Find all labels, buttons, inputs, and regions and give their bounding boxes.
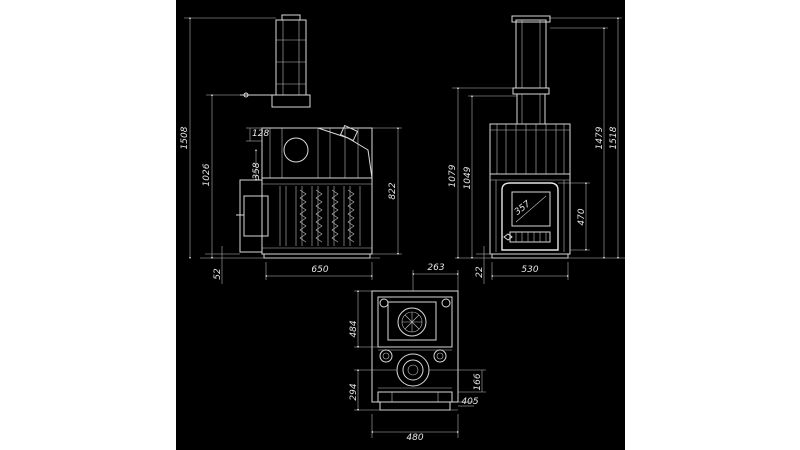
dim-top-offset: 128 — [252, 129, 269, 139]
plan-view: 263 484 294 166 405 480 — [349, 263, 486, 443]
dim-height-d: 1518 — [609, 126, 619, 149]
dim-front-width: 530 — [521, 265, 538, 275]
side-view: 1508 1026 128 358 822 52 650 — [180, 14, 402, 284]
dim-plan-width: 480 — [406, 433, 423, 443]
chimney-circle — [397, 307, 427, 337]
dim-chimney-offset: 263 — [427, 263, 444, 273]
dim-height-a: 1079 — [448, 164, 458, 187]
dim-overall-height: 1508 — [180, 126, 190, 149]
dim-flue-dia: 405 — [461, 397, 478, 407]
dim-tank-height: 1026 — [202, 163, 212, 186]
dim-depth-a: 484 — [349, 320, 359, 337]
front-door — [501, 182, 559, 251]
dim-height-b: 1049 — [463, 166, 473, 189]
dim-depth-b: 294 — [349, 383, 359, 400]
dim-front-base: 22 — [475, 266, 485, 278]
dim-flue-offset: 166 — [473, 373, 483, 390]
dim-door-height: 358 — [252, 162, 262, 179]
front-view: 357 1518 1479 1079 1049 470 22 — [448, 15, 625, 284]
dim-body-height: 822 — [388, 182, 398, 199]
dim-height-c: 1479 — [595, 126, 605, 149]
dim-depth: 650 — [311, 265, 328, 275]
dim-glass-height: 470 — [577, 208, 587, 225]
dim-base: 52 — [213, 268, 223, 280]
